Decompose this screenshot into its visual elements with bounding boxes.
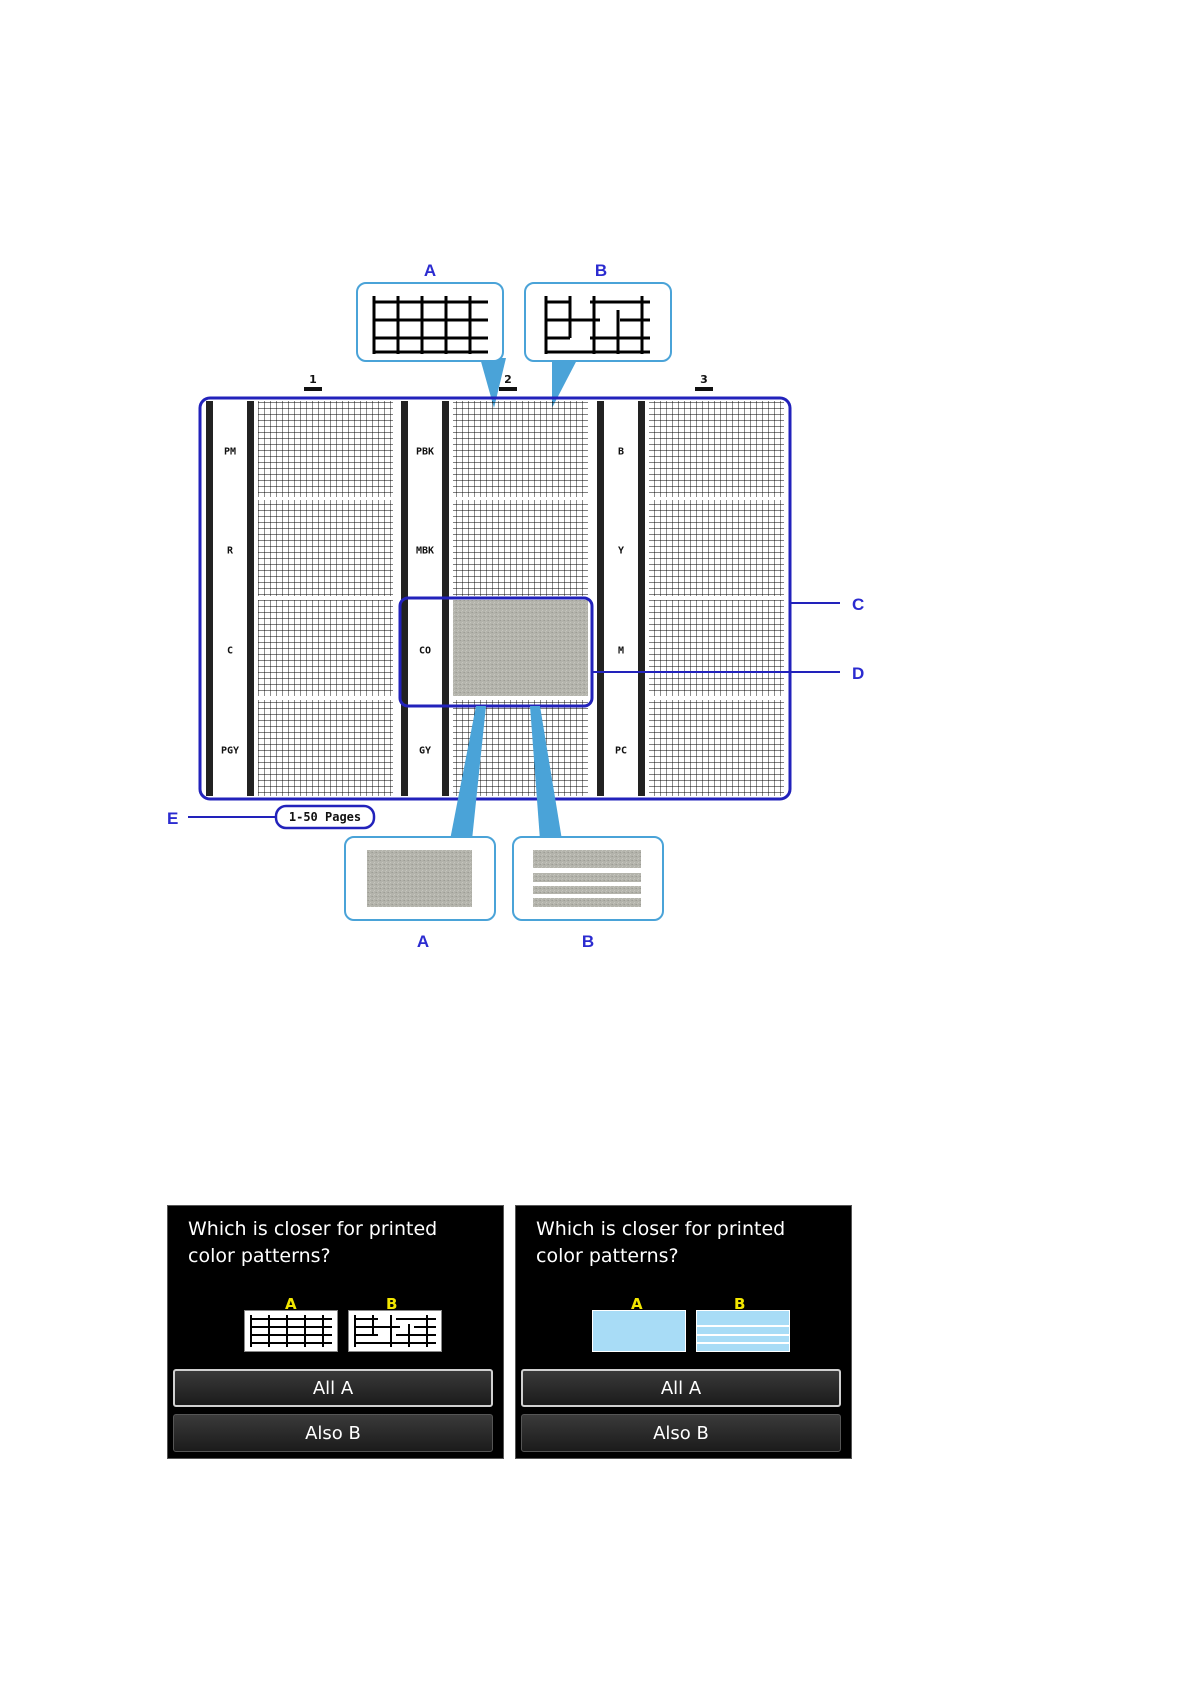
all-a-button[interactable]: All A bbox=[521, 1369, 841, 1407]
ink-label: B bbox=[618, 447, 624, 458]
ink-label: GY bbox=[419, 746, 431, 757]
pattern-block-pgy: PGY bbox=[221, 700, 393, 796]
column-bar-right bbox=[638, 401, 645, 796]
callout-top-b: B bbox=[595, 261, 607, 280]
callout-c: C bbox=[852, 595, 864, 614]
callout-d: D bbox=[852, 664, 864, 683]
pages-label: 1-50 Pages bbox=[289, 810, 361, 824]
pattern-block-c: C bbox=[213, 600, 393, 699]
ink-label: PM bbox=[224, 447, 236, 458]
column-number-2: 2 bbox=[504, 373, 512, 386]
also-b-button[interactable]: Also B bbox=[521, 1414, 841, 1452]
pattern-block-m: M bbox=[604, 600, 784, 699]
all-a-button[interactable]: All A bbox=[173, 1369, 493, 1407]
lcd-screen-grid-check: Which is closer for printed color patter… bbox=[167, 1205, 504, 1459]
pattern-block-pbk: PBK bbox=[408, 401, 588, 500]
pattern-block-pm: PM bbox=[213, 401, 393, 500]
pattern-block-y: Y bbox=[604, 500, 784, 599]
ink-label: MBK bbox=[416, 546, 434, 557]
column-bar-left bbox=[597, 401, 604, 796]
callout-bottom-a: A bbox=[417, 932, 429, 951]
ink-label: PBK bbox=[416, 447, 434, 458]
column-numbers: 1 2 3 bbox=[304, 373, 713, 391]
callout-e: E bbox=[167, 809, 178, 828]
grid-pattern-a-thumbnail[interactable] bbox=[244, 1310, 338, 1352]
ink-label: M bbox=[618, 646, 624, 657]
solid-pattern-a-thumbnail[interactable] bbox=[592, 1310, 686, 1352]
ink-label: PGY bbox=[221, 746, 239, 757]
column-bar-left bbox=[206, 401, 213, 796]
pattern-block-r: R bbox=[213, 500, 393, 599]
ink-label: CO bbox=[419, 646, 431, 657]
ink-label: C bbox=[227, 646, 233, 657]
column-number-1: 1 bbox=[309, 373, 317, 386]
pattern-block-mbk: MBK bbox=[408, 500, 588, 599]
even-gray-pattern bbox=[367, 850, 472, 907]
callout-bottom-b: B bbox=[582, 932, 594, 951]
grid-pattern-b-thumbnail[interactable] bbox=[348, 1310, 442, 1352]
pattern-block-b: B bbox=[604, 401, 784, 500]
lcd-prompt: Which is closer for printed color patter… bbox=[536, 1216, 836, 1270]
magnified-pattern-b-bubble bbox=[525, 283, 671, 408]
magnified-pattern-a-bubble bbox=[357, 283, 506, 408]
lcd-screen-gray-check: Which is closer for printed color patter… bbox=[515, 1205, 852, 1459]
lcd-prompt: Which is closer for printed color patter… bbox=[188, 1216, 488, 1270]
ink-label: R bbox=[227, 546, 234, 557]
column-number-3: 3 bbox=[700, 373, 708, 386]
column-bar-right bbox=[247, 401, 254, 796]
striped-gray-pattern bbox=[533, 850, 641, 907]
ink-label: Y bbox=[618, 546, 624, 557]
ink-label: PC bbox=[615, 746, 627, 757]
callout-top-a: A bbox=[424, 261, 436, 280]
pattern-block-co: CO bbox=[408, 600, 588, 699]
striped-pattern-b-thumbnail[interactable] bbox=[696, 1310, 790, 1352]
also-b-button[interactable]: Also B bbox=[173, 1414, 493, 1452]
